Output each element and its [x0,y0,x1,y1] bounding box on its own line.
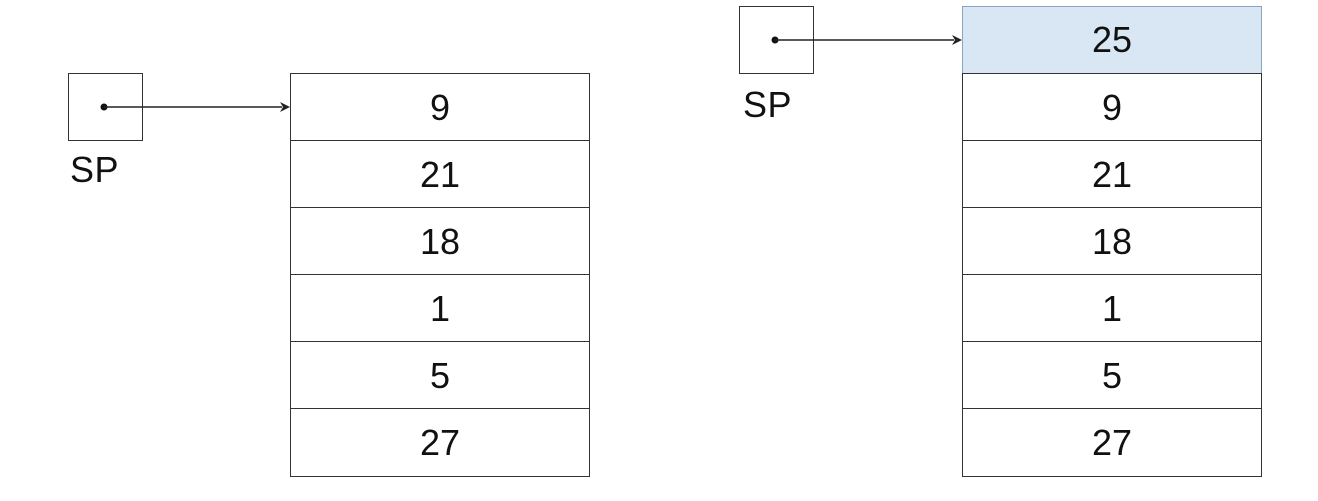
stack-cell: 27 [290,408,590,477]
stack-before: 9 21 18 1 5 27 [290,73,590,477]
stack-cell-pushed: 25 [962,6,1262,74]
stack-cell: 9 [290,73,590,142]
stack-pointer-box-after [739,6,814,74]
stack-cell: 21 [290,140,590,209]
stack-after: 25 9 21 18 1 5 27 [962,6,1262,477]
stack-pointer-label-before: SP [70,149,120,190]
stack-cell: 27 [962,408,1262,477]
stack-cell: 1 [290,274,590,343]
stack-pointer-box-before [68,73,143,141]
stack-pointer-label-after: SP [743,84,793,125]
stack-cell: 5 [290,341,590,410]
stack-cell: 9 [962,73,1262,142]
stack-cell: 18 [290,207,590,276]
stack-cell: 1 [962,274,1262,343]
stack-cell: 21 [962,140,1262,209]
stack-cell: 18 [962,207,1262,276]
stack-cell: 5 [962,341,1262,410]
